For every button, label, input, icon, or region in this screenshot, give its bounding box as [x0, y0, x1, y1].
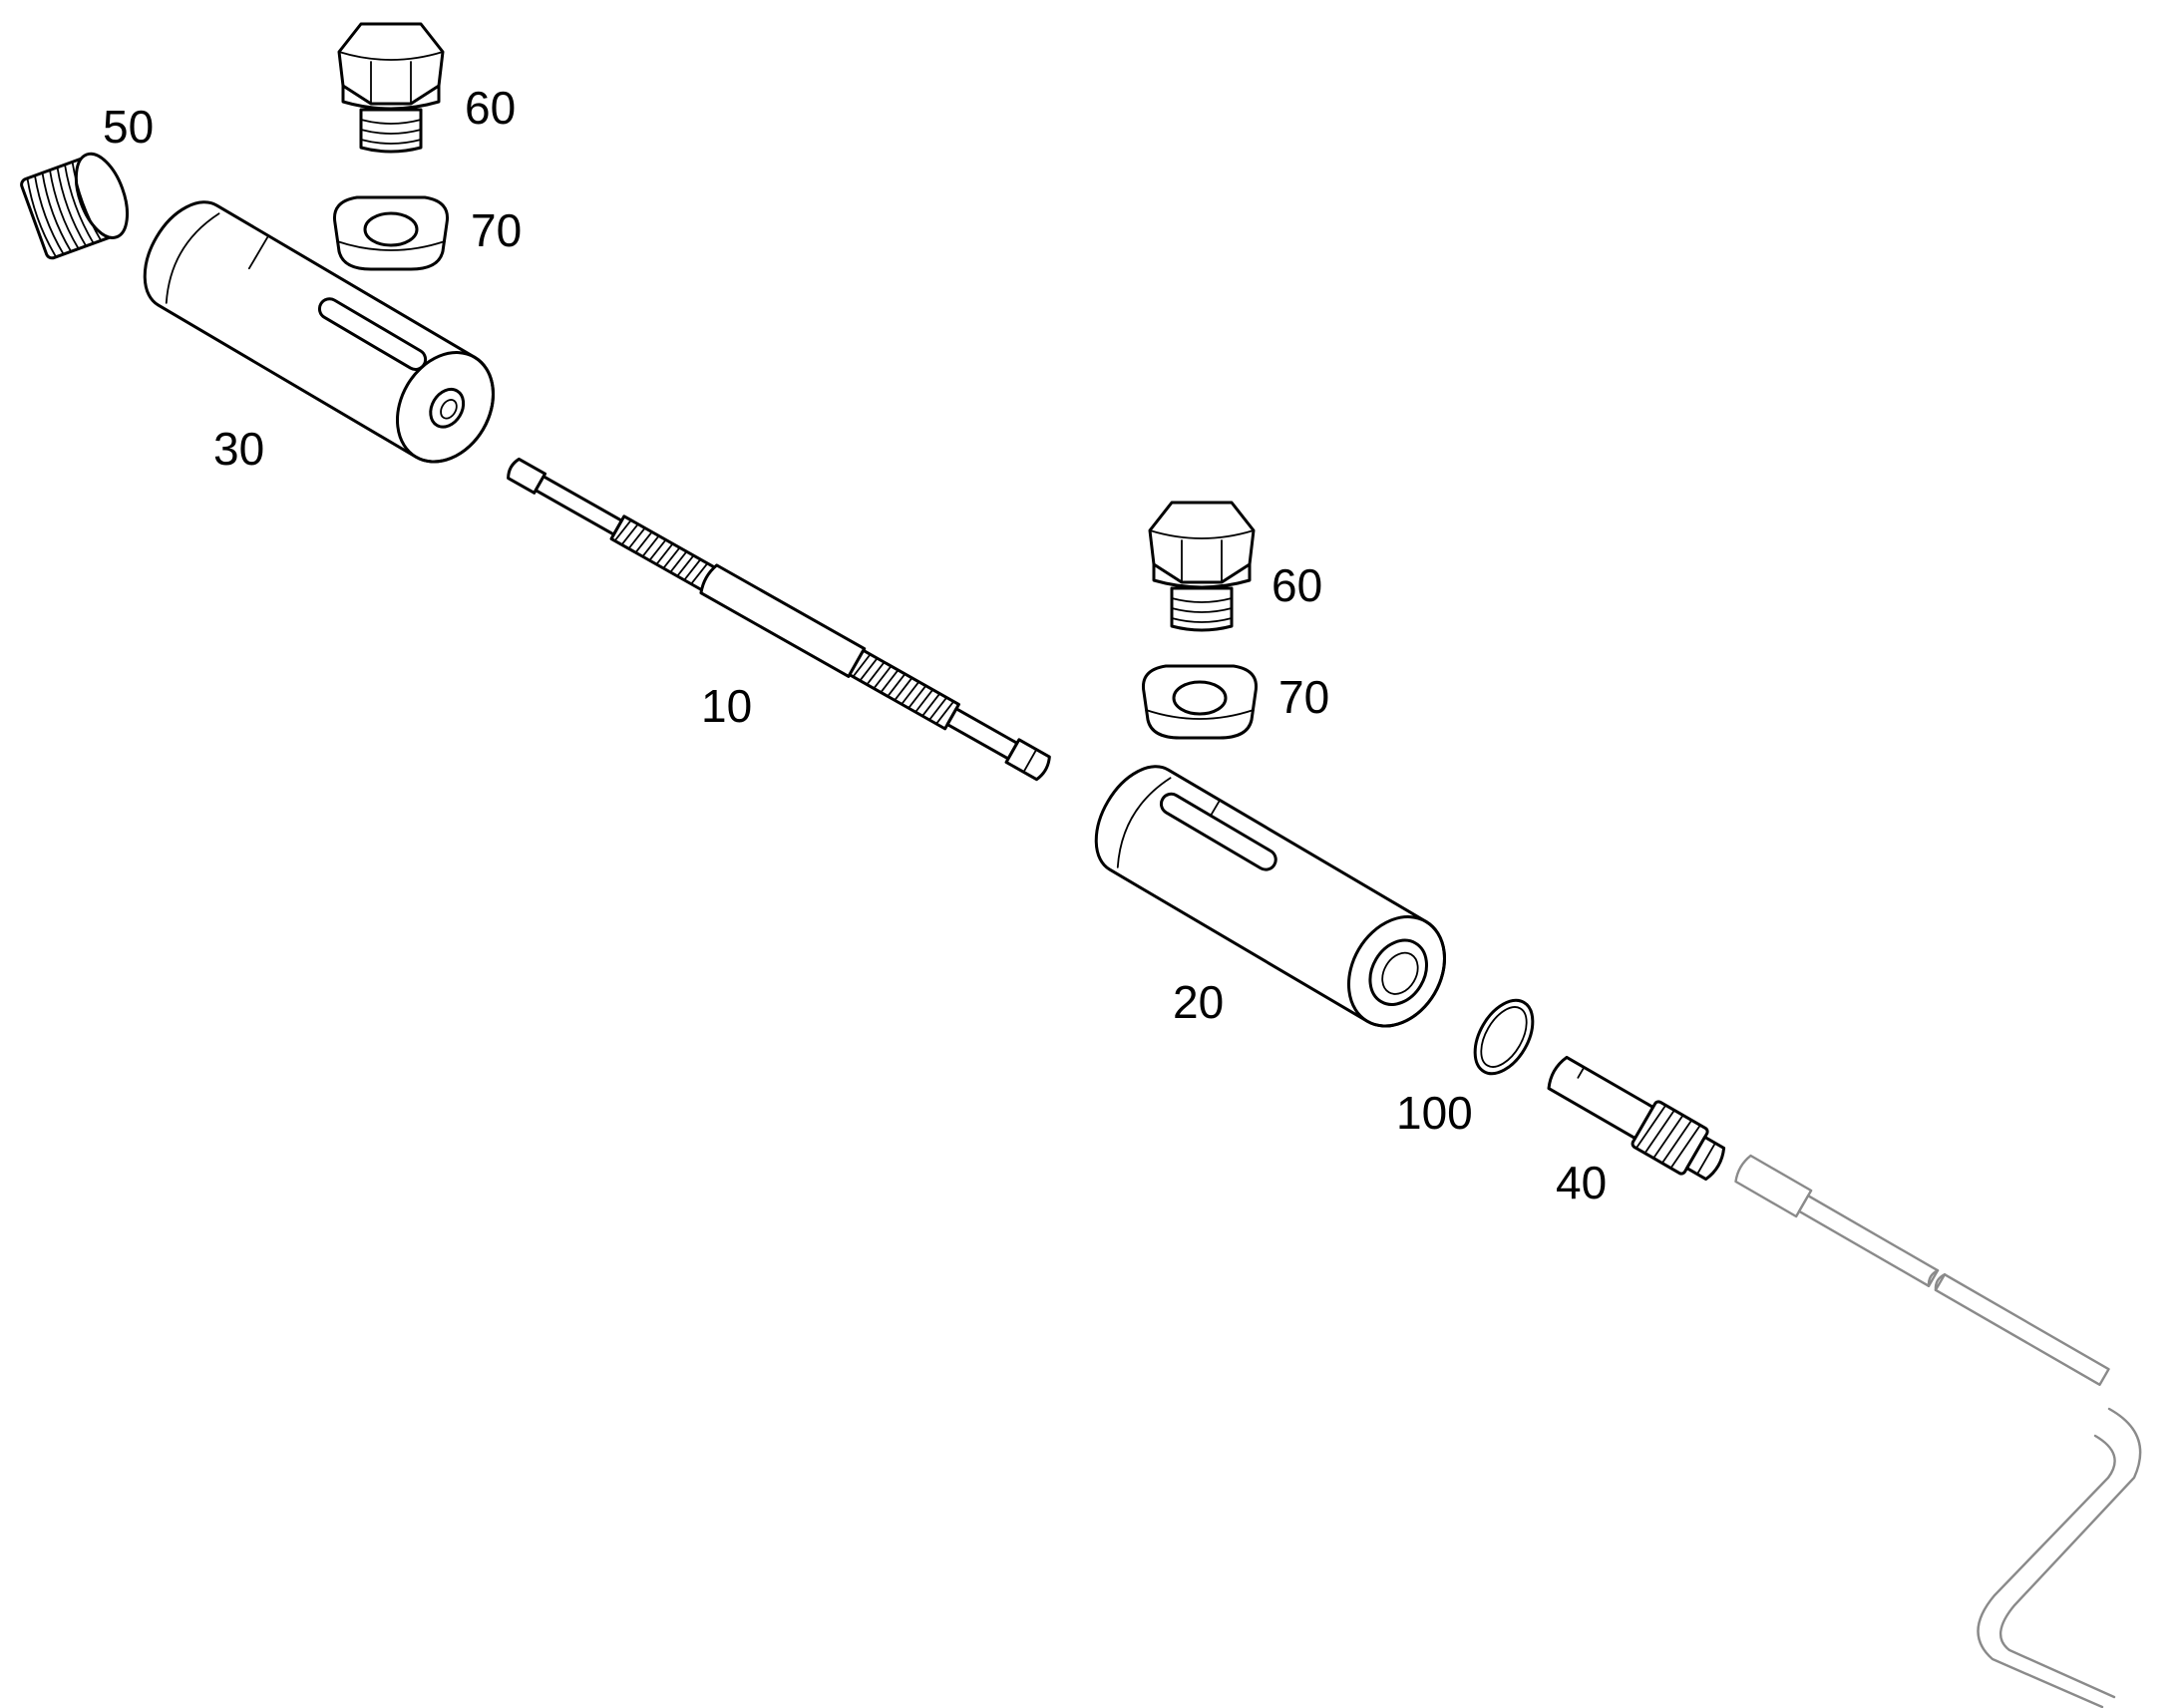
callout-70-upper: 70: [471, 204, 522, 256]
part-60-bolt-lower: [1148, 501, 1256, 632]
callout-60-upper: 60: [465, 82, 516, 134]
callout-50: 50: [103, 101, 154, 153]
callout-70-lower: 70: [1278, 671, 1329, 723]
part-60-bolt-upper: [337, 22, 445, 154]
part-100-o-ring: [1473, 998, 1535, 1076]
crank-handle-accessory: [1734, 1154, 2142, 1708]
callout-10: 10: [701, 680, 752, 732]
part-20-sleeve-lower: [1077, 750, 1466, 1046]
part-10-threaded-spindle: [507, 457, 1051, 782]
part-30-sleeve-upper: [126, 185, 515, 482]
callout-30: 30: [213, 423, 264, 475]
part-70-washer-upper: [332, 195, 450, 271]
part-50-threaded-plug: [20, 152, 130, 260]
callout-100: 100: [1396, 1087, 1473, 1139]
part-70-washer-lower: [1141, 664, 1259, 740]
part-40-adapter: [1547, 1055, 1726, 1182]
callout-40: 40: [1556, 1157, 1607, 1208]
callout-20: 20: [1173, 976, 1224, 1028]
callout-60-lower: 60: [1272, 559, 1322, 611]
